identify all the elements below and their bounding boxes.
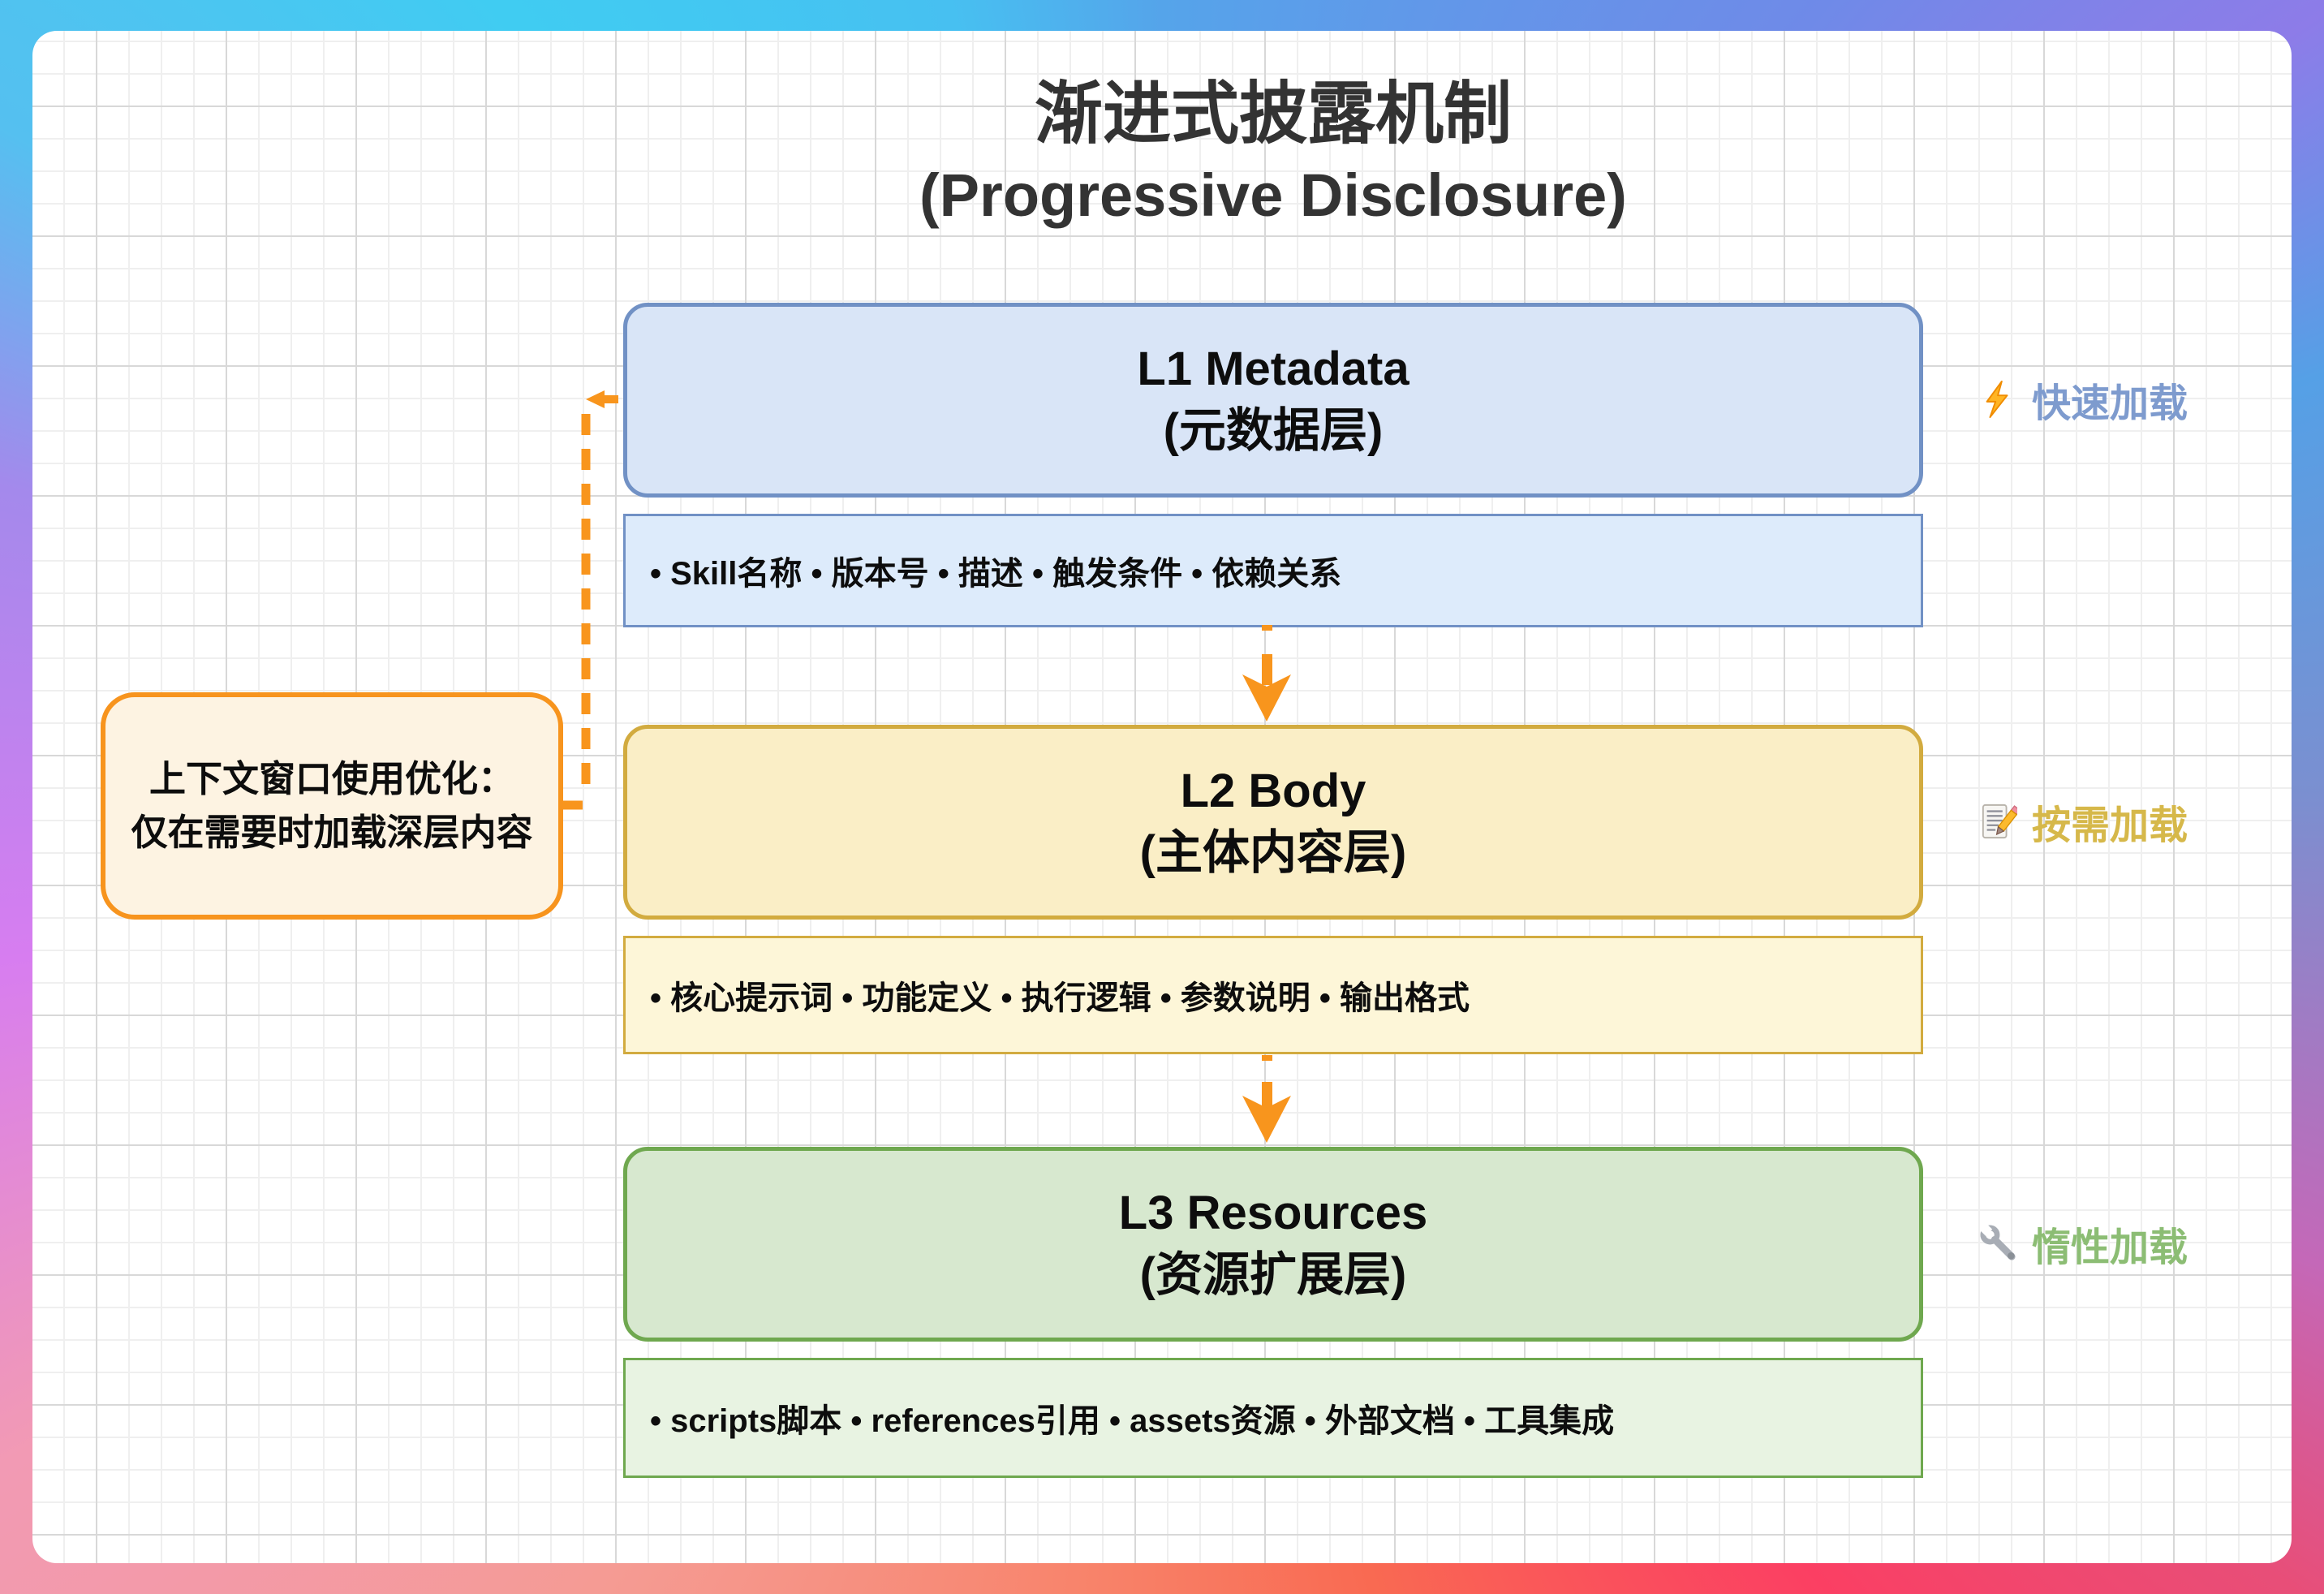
l3-title: L3 Resources xyxy=(1118,1187,1428,1239)
wrench-icon xyxy=(1980,1225,2017,1262)
l2-side-label: 按需加载 xyxy=(1980,793,2188,850)
l2-side-label-text: 按需加载 xyxy=(2032,804,2188,847)
l1-side-label-text: 快速加载 xyxy=(2032,382,2188,425)
l3-detail-text: • scripts脚本 • references引用 • assets资源 • … xyxy=(650,1403,1615,1439)
note-line2: 仅在需要时加载深层内容 xyxy=(131,812,533,853)
l2-detail-text: • 核心提示词 • 功能定义 • 执行逻辑 • 参数说明 • 输出格式 xyxy=(650,980,1470,1016)
note-line1: 上下文窗口使用优化： xyxy=(148,758,514,799)
l1-side-label: 快速加载 xyxy=(1980,371,2188,428)
context-note-box: 上下文窗口使用优化： 仅在需要时加载深层内容 xyxy=(101,692,563,920)
l1-detail-box: • Skill名称 • 版本号 • 描述 • 触发条件 • 依赖关系 xyxy=(623,514,1923,627)
l2-subtitle: (主体内容层) xyxy=(1139,826,1407,879)
l3-side-label: 惰性加载 xyxy=(1980,1215,2188,1272)
l1-detail-text: • Skill名称 • 版本号 • 描述 • 触发条件 • 依赖关系 xyxy=(650,556,1342,592)
lightning-icon xyxy=(1980,381,2017,418)
page-title: 渐进式披露机制 (Progressive Disclosure) xyxy=(623,71,1923,235)
l3-side-label-text: 惰性加载 xyxy=(2032,1226,2188,1269)
l3-resources-box: L3 Resources (资源扩展层) xyxy=(623,1147,1923,1342)
l2-detail-box: • 核心提示词 • 功能定义 • 执行逻辑 • 参数说明 • 输出格式 xyxy=(623,936,1923,1054)
memo-icon xyxy=(1980,803,2017,840)
page-title-line1: 渐进式披露机制 xyxy=(1034,75,1512,152)
l1-metadata-box: L1 Metadata (元数据层) xyxy=(623,303,1923,498)
l2-body-box: L2 Body (主体内容层) xyxy=(623,725,1923,920)
page-title-line2: (Progressive Disclosure) xyxy=(919,162,1627,229)
l1-title: L1 Metadata xyxy=(1137,342,1409,395)
l1-subtitle: (元数据层) xyxy=(1163,404,1384,457)
l3-detail-box: • scripts脚本 • references引用 • assets资源 • … xyxy=(623,1358,1923,1478)
l2-title: L2 Body xyxy=(1180,765,1366,817)
l3-subtitle: (资源扩展层) xyxy=(1139,1248,1407,1301)
